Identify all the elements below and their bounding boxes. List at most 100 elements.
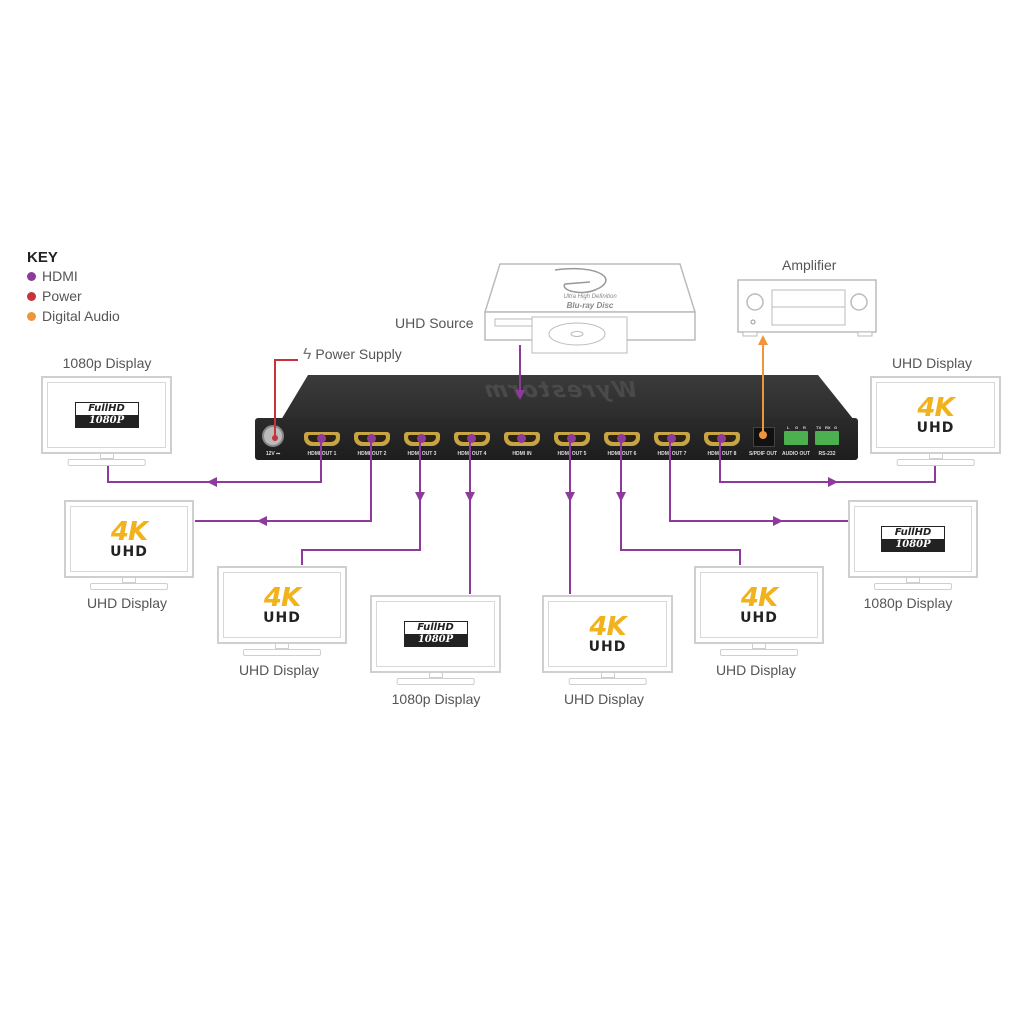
hdmi-port[interactable] [704,432,740,446]
legend-label: HDMI [42,268,78,284]
display-label: UHD Display [563,691,645,707]
spdif-label: S/PDIF OUT [748,451,778,457]
legend: KEY HDMI Power Digital Audio [27,249,120,326]
logo-uhd-text: UHD [263,610,301,626]
display-neck [122,578,136,583]
logo-4k-text: 4K [740,583,778,613]
logo-fullhd-text: FullHD [404,622,467,634]
legend-label: Digital Audio [42,308,120,324]
spdif-plug [759,431,767,439]
display-neck [928,454,943,459]
audio-out-terminal[interactable] [784,431,808,445]
rs232-terminal[interactable] [815,431,839,445]
power-dot-icon [27,291,36,301]
display-neck [600,673,615,678]
hdmi-plug [717,434,726,443]
logo-uhd-text: UHD [740,610,778,626]
display-label: UHD Display [891,355,973,371]
logo-uhd-text: UHD [916,420,955,436]
display-stand [243,649,321,656]
logo-4k-text: 4K [917,393,954,423]
hdmi-port[interactable] [654,432,690,446]
hdmi-port[interactable] [454,432,490,446]
display-stand [874,583,952,590]
lightning-icon: ϟ [303,346,312,363]
logo-4k-text: 4K [263,583,301,613]
display-label: UHD Display [238,662,320,678]
hdmi-port[interactable] [404,432,440,446]
hdmi-port[interactable] [604,432,640,446]
pin-label: TX [816,425,822,430]
display-stand [720,649,798,656]
power-supply-label: ϟ Power Supply [303,346,402,364]
hdmi-port[interactable] [554,432,590,446]
wire-out6 [620,438,741,565]
wire-out7 [669,438,848,522]
bluray-logo-text: Blu-ray Disc [567,301,614,310]
hdmi-port-label: HDMI IN [512,451,532,457]
pin-label: RX [825,425,831,430]
hdmi-plug [567,434,576,443]
logo-1080p-text: 1080P [404,634,467,646]
logo-4k-text: 4K [110,517,148,547]
pin-label: G [834,425,838,430]
logo-fullhd-text: FullHD [75,403,138,415]
pin-label: L [787,425,790,430]
amplifier-label: Amplifier [782,257,837,273]
legend-item-digital-audio: Digital Audio [27,306,120,326]
display-neck [752,644,766,649]
hdmi-plug [617,434,626,443]
logo-1080p-text: 1080P [75,415,138,427]
audio-out-label: AUDIO OUT [781,451,811,457]
power-supply-text: Power Supply [315,346,402,362]
hdmi-port-label: HDMI OUT 3 [407,451,437,457]
display-label: UHD Display [715,662,797,678]
display-label: 1080p Display [391,691,481,707]
hdmi-dot-icon [27,271,36,281]
hdmi-port[interactable] [304,432,340,446]
display-stand [896,459,975,466]
hdmi-port-label: HDMI OUT 7 [657,451,687,457]
hdmi-port-label: HDMI OUT 4 [457,451,487,457]
pin-label: R [803,425,806,430]
hdmi-port[interactable] [354,432,390,446]
display-stand [568,678,647,685]
amplifier-icon [737,279,877,337]
bluray-player-icon: Ultra High Definition Blu-ray Disc [483,263,697,354]
display-neck [275,644,289,649]
hdmi-port[interactable] [504,432,540,446]
logo-1080p-text: 1080P [882,539,944,551]
rs232-label: RS-232 [818,451,836,457]
hdmi-plug [367,434,376,443]
bluray-logo-text: Ultra High Definition [563,294,617,300]
legend-item-hdmi: HDMI [27,266,120,286]
display-stand [396,678,475,685]
hdmi-plug [517,434,526,443]
display-stand [90,583,168,590]
legend-label: Power [42,288,82,304]
logo-uhd-text: UHD [588,639,627,655]
logo-uhd-text: UHD [110,544,148,560]
